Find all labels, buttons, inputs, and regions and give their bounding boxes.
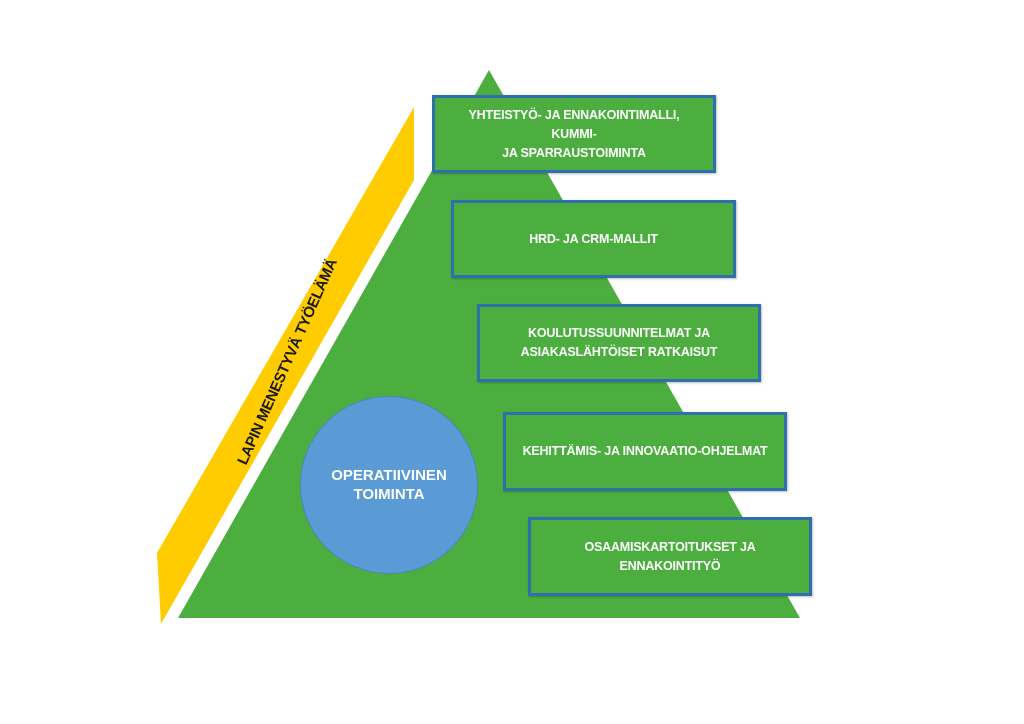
box-development-programs: KEHITTÄMIS- JA INNOVAATIO-OHJELMAT — [503, 412, 787, 491]
box-label: YHTEISTYÖ- JA ENNAKOINTIMALLI, KUMMI- JA… — [468, 107, 680, 160]
box-cooperation-model: YHTEISTYÖ- JA ENNAKOINTIMALLI, KUMMI- JA… — [432, 95, 716, 173]
box-hrd-crm: HRD- JA CRM-MALLIT — [451, 200, 736, 278]
box-label: KEHITTÄMIS- JA INNOVAATIO-OHJELMAT — [522, 444, 768, 458]
yellow-band — [157, 107, 414, 624]
box-training-plans: KOULUTUSSUUNNITELMAT JA ASIAKASLÄHTÖISET… — [477, 304, 761, 382]
operative-circle: OPERATIIVINEN TOIMINTA — [300, 396, 478, 574]
box-label: OSAAMISKARTOITUKSET JA ENNAKOINTITYÖ — [584, 539, 756, 573]
box-label: HRD- JA CRM-MALLIT — [529, 231, 658, 246]
box-skills-mapping: OSAAMISKARTOITUKSET JA ENNAKOINTITYÖ — [528, 517, 812, 596]
box-label: KOULUTUSSUUNNITELMAT JA ASIAKASLÄHTÖISET… — [520, 326, 718, 359]
circle-label: OPERATIIVINEN TOIMINTA — [331, 467, 447, 503]
